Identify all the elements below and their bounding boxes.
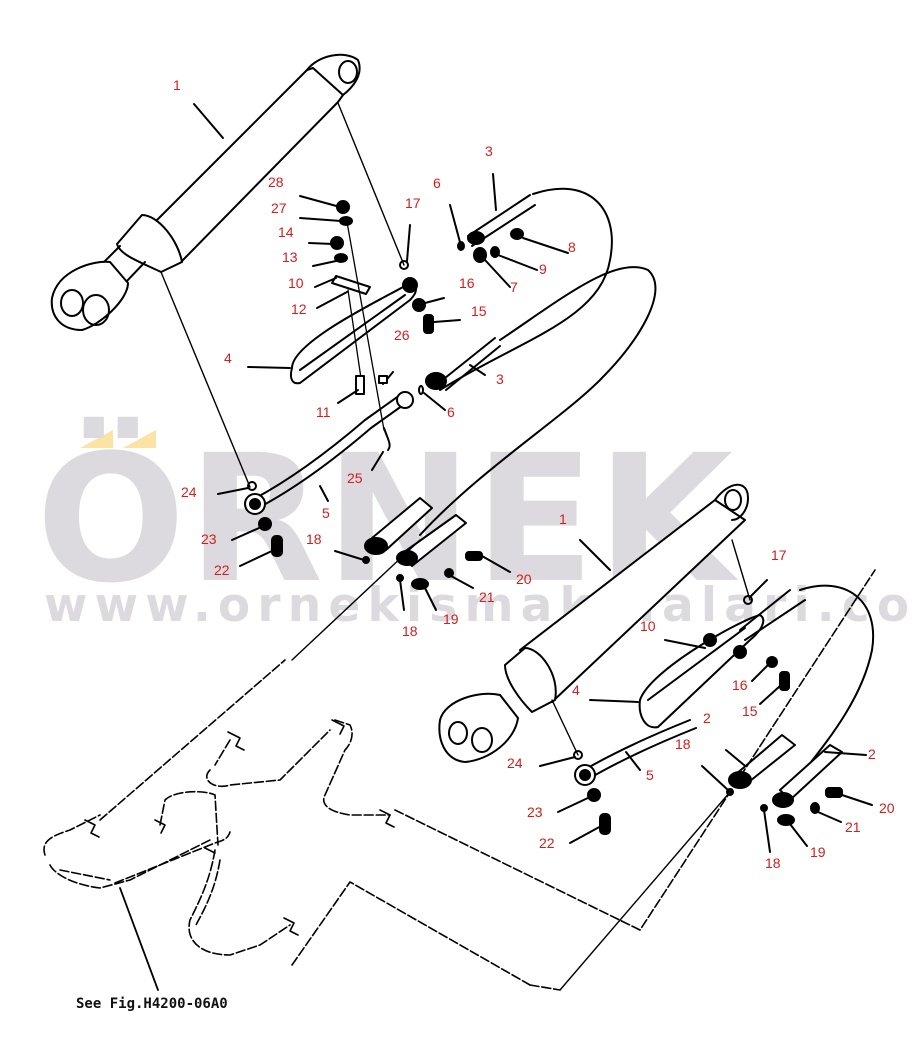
callout-part-14[interactable]: 14: [278, 224, 294, 240]
callout-part-7[interactable]: 7: [510, 279, 518, 295]
callout-part-18[interactable]: 18: [306, 531, 322, 547]
callout-part-18[interactable]: 18: [765, 855, 781, 871]
callout-part-17[interactable]: 17: [405, 195, 421, 211]
callout-part-21[interactable]: 21: [479, 589, 495, 605]
callout-part-16[interactable]: 16: [732, 677, 748, 693]
callout-part-23[interactable]: 23: [527, 804, 543, 820]
callout-part-3[interactable]: 3: [485, 143, 493, 159]
callout-part-23[interactable]: 23: [201, 531, 217, 547]
callout-part-5[interactable]: 5: [646, 767, 654, 783]
middle-fittings: [291, 497, 511, 661]
upper-hoses: [418, 173, 657, 536]
callout-part-24[interactable]: 24: [181, 484, 197, 500]
callout-part-21[interactable]: 21: [845, 819, 861, 835]
callout-part-2[interactable]: 2: [868, 746, 876, 762]
lower-piping: [43, 569, 876, 991]
callout-part-25[interactable]: 25: [347, 470, 363, 486]
callout-part-11[interactable]: 11: [316, 404, 331, 420]
upper-cylinder: [50, 53, 405, 488]
upper-bracket: [247, 195, 461, 431]
callout-part-10[interactable]: 10: [640, 618, 656, 634]
callout-part-1[interactable]: 1: [173, 77, 181, 93]
callout-part-22[interactable]: 22: [214, 562, 230, 578]
ref-leader: [119, 887, 159, 991]
callout-part-18[interactable]: 18: [675, 736, 691, 752]
lower-cylinder: [438, 483, 751, 763]
callout-part-15[interactable]: 15: [471, 303, 487, 319]
callout-part-4[interactable]: 4: [224, 350, 232, 366]
callout-part-22[interactable]: 22: [539, 835, 555, 851]
callout-part-5[interactable]: 5: [322, 505, 330, 521]
callout-part-4[interactable]: 4: [572, 682, 580, 698]
figure-reference-link[interactable]: See Fig.H4200-06A0: [76, 996, 228, 1012]
callout-part-19[interactable]: 19: [443, 611, 459, 627]
callout-part-17[interactable]: 17: [771, 547, 787, 563]
callout-part-20[interactable]: 20: [879, 800, 895, 816]
callout-part-1[interactable]: 1: [559, 511, 567, 527]
callout-part-3[interactable]: 3: [496, 371, 504, 387]
callout-part-19[interactable]: 19: [810, 844, 826, 860]
callout-part-2[interactable]: 2: [703, 710, 711, 726]
callout-part-26[interactable]: 26: [394, 327, 410, 343]
callout-part-15[interactable]: 15: [742, 703, 758, 719]
callout-part-9[interactable]: 9: [539, 261, 547, 277]
callout-part-16[interactable]: 16: [459, 275, 475, 291]
lower-bracket: [539, 579, 875, 991]
callout-part-27[interactable]: 27: [271, 200, 287, 216]
callout-part-24[interactable]: 24: [507, 755, 523, 771]
callout-part-13[interactable]: 13: [282, 249, 298, 265]
callout-part-8[interactable]: 8: [568, 239, 576, 255]
callout-part-6[interactable]: 6: [433, 175, 441, 191]
callout-part-28[interactable]: 28: [268, 174, 284, 190]
callout-part-12[interactable]: 12: [291, 301, 307, 317]
callout-part-10[interactable]: 10: [288, 275, 304, 291]
upper-pipe: [217, 391, 414, 567]
callout-part-6[interactable]: 6: [447, 404, 455, 420]
callout-part-18[interactable]: 18: [402, 623, 418, 639]
clips: [84, 719, 395, 936]
callout-part-20[interactable]: 20: [516, 571, 532, 587]
